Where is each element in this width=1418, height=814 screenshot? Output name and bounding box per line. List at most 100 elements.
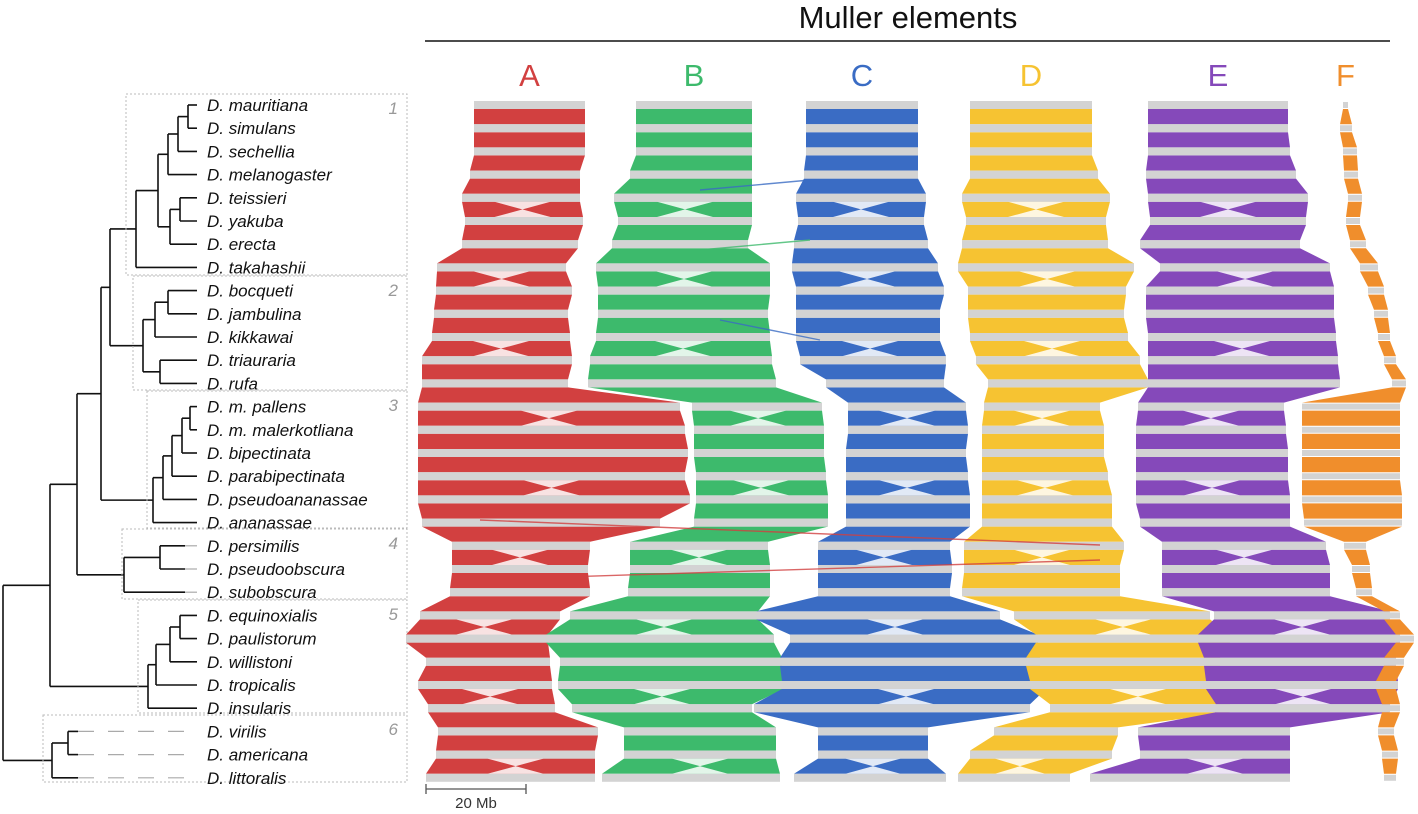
synteny-band [982,480,1112,496]
species-label: D. kikkawai [207,328,294,347]
synteny-band [982,410,1104,426]
inversion-wedge [1024,341,1080,357]
synteny-band [976,364,1148,380]
chromosome-bar [848,402,966,411]
group-number: 6 [389,720,399,739]
chromosome-bar [794,773,946,782]
synteny-band [462,178,580,194]
synteny-band [1138,712,1390,728]
synteny-band [1138,735,1290,751]
synteny-band [596,271,770,287]
synteny-band [1344,549,1370,565]
synteny-band [420,596,590,612]
species-label: D. pseudoananassae [207,490,368,509]
chromosome-bar [782,681,1046,689]
synteny-band [958,248,1134,264]
chromosome-bar [1148,379,1340,388]
chromosome-bar [958,263,1134,272]
chromosome-bar [1136,472,1288,481]
chromosome-bar [1140,240,1300,249]
species-label: D. takahashii [207,258,306,277]
chromosome-bar [1343,148,1357,155]
species-label: D. jambulina [207,305,302,324]
species-label: D. mauritiana [207,96,308,115]
synteny-band [624,735,776,751]
chromosome-bar [846,518,970,527]
chromosome-bar [598,286,770,295]
chromosome-bar [692,402,822,411]
synteny-band [826,387,966,403]
group-box [146,390,408,529]
inversion-wedge [494,201,551,217]
group-box [132,275,408,391]
inversion-wedge [1017,480,1073,496]
chromosome-bar [636,101,752,109]
synteny-band [602,758,780,774]
synteny-element-e: E [1090,58,1400,782]
chromosome-bar [1376,682,1396,688]
chromosome-bar [694,449,824,457]
synteny-band [846,457,968,473]
synteny-band [612,225,752,241]
inversion-wedge [879,410,935,426]
inversion-wedge [1019,271,1075,287]
synteny-band [1346,225,1366,241]
chromosome-bar [630,541,768,550]
chromosome-bar [588,379,776,388]
synteny-band [1360,271,1384,287]
synteny-band [800,364,946,380]
chromosome-bar [1340,125,1352,132]
species-label: D. m. pallens [207,398,307,417]
translocation-link [699,239,811,251]
chromosome-bar [1360,264,1378,271]
chromosome-bar [452,565,588,573]
synteny-element-d: D [958,58,1230,782]
group-number: 3 [389,396,399,415]
synteny-band [636,109,752,125]
chromosome-bar [1036,634,1230,643]
synteny-band [796,341,946,357]
chromosome-bar [1302,403,1400,410]
chromosome-bar [1302,473,1400,480]
species-label: D. rufa [207,374,258,393]
species-label: D. parabipectinata [207,467,345,486]
chromosome-bar [450,588,590,597]
chromosome-bar [1302,450,1400,456]
synteny-band [792,248,938,264]
chromosome-bar [806,147,918,156]
translocation-link [719,319,821,341]
group-box [121,528,408,600]
chromosome-bar [546,634,774,643]
synteny-band [422,341,572,357]
chromosome-bar [1162,565,1330,573]
chromosome-bar [596,263,770,272]
synteny-band [1302,457,1400,473]
synteny-band [818,735,928,751]
chromosome-bar [1162,588,1330,597]
chromosome-bar [994,727,1118,736]
inversion-wedge [833,201,889,217]
chromosome-bar [462,193,580,202]
chromosome-bar [624,727,776,736]
synteny-band [756,596,1000,612]
synteny-band [694,457,826,473]
chromosome-bar [1216,704,1390,713]
inversion-wedge [1183,410,1239,426]
inversion-wedge [878,689,934,705]
synteny-band [968,317,1128,333]
inversion-wedge [462,689,518,705]
chromosome-bar [1214,611,1390,620]
chromosome-bar [796,309,940,318]
synteny-band [1198,619,1400,635]
muller-element-label: E [1208,58,1229,93]
chromosome-bar [818,588,950,597]
chromosome-bar [1162,541,1326,550]
inversion-wedge [1187,758,1243,774]
chromosome-bar [970,170,1098,179]
synteny-band [1302,480,1402,496]
species-label: D. yakuba [207,212,284,231]
synteny-band [796,294,944,310]
synteny-band [1302,387,1406,403]
synteny-band [1090,758,1290,774]
